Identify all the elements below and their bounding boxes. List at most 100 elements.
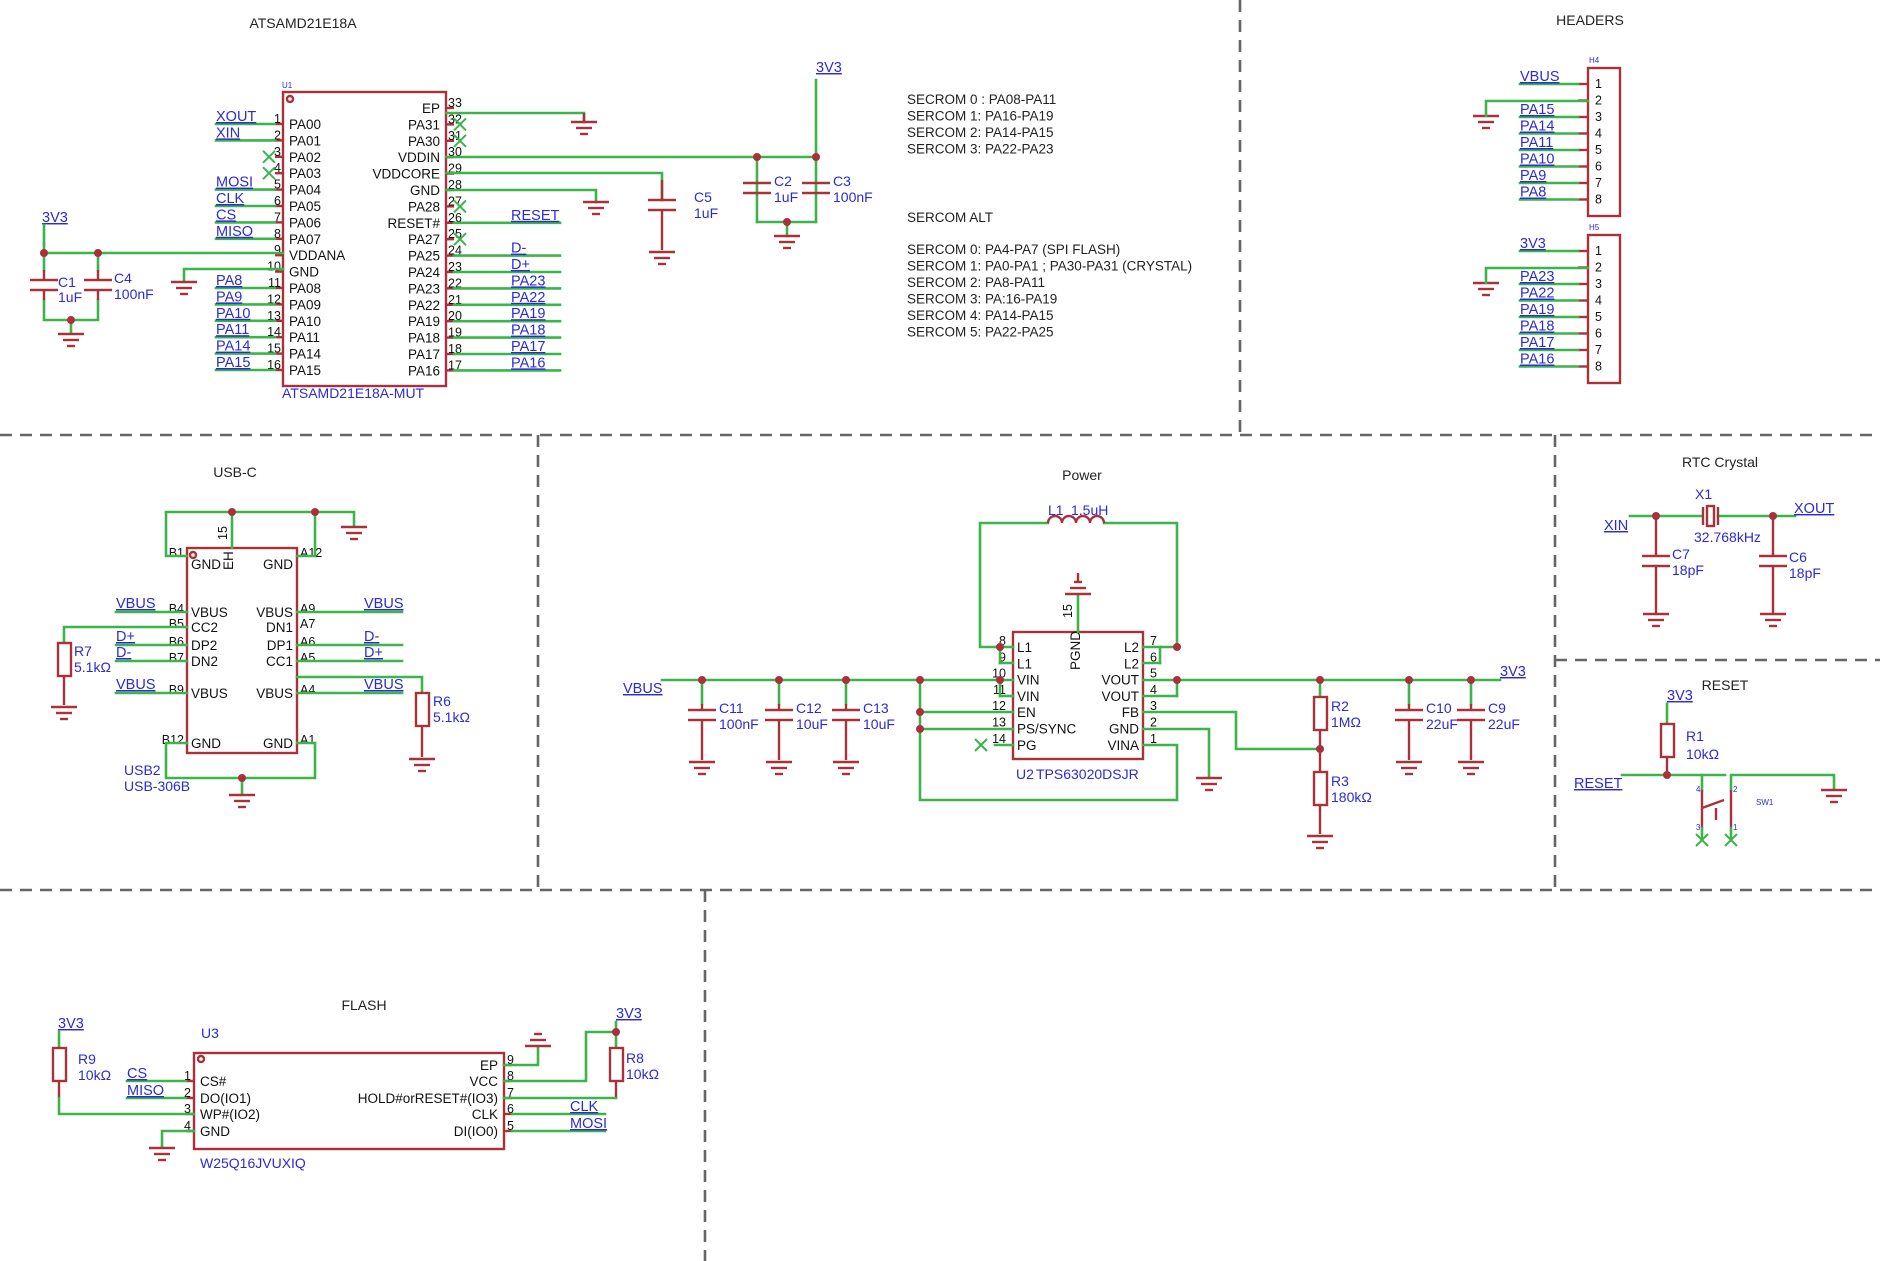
net-label-dp-a6: D+ <box>364 645 383 661</box>
regulator-pin-number: 12 <box>992 699 1006 713</box>
net-label-header: PA15 <box>1520 102 1554 118</box>
mcu-pin-name: PA17 <box>408 347 440 362</box>
ground-symbol-h5 <box>1473 281 1499 297</box>
mcu-pin-name: VDDCORE <box>372 167 440 182</box>
header-pin-number: 2 <box>1595 94 1602 108</box>
resistor-r6[interactable]: R6 5.1kΩ <box>414 691 470 757</box>
section-title-flash: FLASH <box>341 997 386 1013</box>
usb-pin-number: B9 <box>169 683 184 697</box>
capacitor-c2[interactable]: C2 1uF <box>743 173 798 205</box>
net-label-3v3-vout: 3V3 <box>1500 664 1526 680</box>
capacitor-c6[interactable]: C6 18pF <box>1759 516 1821 614</box>
resistor-r7-ref: R7 <box>74 643 92 659</box>
net-label-flash-left: MISO <box>127 1083 164 1099</box>
section-title-reset: RESET <box>1702 677 1749 693</box>
mcu-pin-number: 2 <box>274 128 281 142</box>
net-label-mcu-left: PA9 <box>216 289 242 305</box>
net-label-mcu-left: PA14 <box>216 339 250 355</box>
wire-usb-cc1 <box>295 675 424 695</box>
net-label-vbus-a9: VBUS <box>364 596 404 612</box>
capacitor-c5[interactable]: C5 1uF <box>648 180 718 250</box>
resistor-r2-value: 1MΩ <box>1331 714 1361 730</box>
header-h5-body[interactable] <box>1586 233 1622 385</box>
net-label-header: PA16 <box>1520 352 1554 368</box>
inductor-l1-value: 1.5uH <box>1071 502 1108 518</box>
regulator-pin-number: 8 <box>999 634 1006 648</box>
header-pin-number: 8 <box>1595 360 1602 374</box>
net-label-header: PA22 <box>1520 286 1554 302</box>
ground-symbol-reset <box>1821 788 1847 804</box>
capacitor-c4[interactable]: C4 100nF <box>84 270 154 302</box>
inductor-l1[interactable]: L1 1.5uH <box>1046 502 1108 524</box>
resistor-r9[interactable]: R9 10kΩ <box>51 1046 111 1098</box>
crystal-x1[interactable]: X1 32.768kHz <box>1694 486 1761 545</box>
header-pin-number: 1 <box>1595 77 1602 91</box>
regulator-pin-number: 9 <box>999 650 1006 664</box>
regulator-ref: U2 <box>1016 766 1034 782</box>
capacitor-c13-ref: C13 <box>863 700 889 716</box>
header-h4-body[interactable] <box>1586 66 1622 218</box>
usb-pin-number: A1 <box>300 733 315 747</box>
resistor-r8[interactable]: R8 10kΩ <box>608 1046 659 1098</box>
mcu-right-pins: 33EP32PA3131PA3030VDDIN29VDDCORE28GND27P… <box>372 96 562 378</box>
net-label-3v3-flash: 3V3 <box>616 1006 642 1022</box>
mcu-pin-number: 9 <box>274 243 281 257</box>
capacitor-c1[interactable]: C1 1uF <box>30 270 82 305</box>
usb-pin-number: B5 <box>169 617 184 631</box>
header-h4-ref: H4 <box>1589 56 1600 65</box>
mcu-pin-number: 26 <box>448 211 462 225</box>
flash-chip-body[interactable] <box>192 1051 506 1151</box>
wire-vina-loop <box>918 678 1179 802</box>
capacitor-c13-value: 10uF <box>863 716 895 732</box>
header-pin-number: 4 <box>1595 294 1602 308</box>
wire-gnd-10 <box>182 267 285 282</box>
net-label-3v3-reset: 3V3 <box>1667 688 1693 704</box>
regulator-pin-number: 4 <box>1150 683 1157 697</box>
net-label-header: PA8 <box>1520 185 1546 201</box>
resistor-r9-ref: R9 <box>78 1051 96 1067</box>
reset-switch[interactable]: SW1 4 2 3 1 <box>1696 785 1774 832</box>
resistor-r2[interactable]: R2 1MΩ <box>1312 695 1361 749</box>
ground-symbol-gnd28 <box>583 200 609 216</box>
resistor-r7[interactable]: R7 5.1kΩ <box>56 641 111 705</box>
capacitor-c3[interactable]: C3 100nF <box>802 173 873 205</box>
mcu-pin-number: 11 <box>268 276 281 290</box>
regulator-pin-name: L2 <box>1124 640 1139 655</box>
flash-pin-number: 3 <box>184 1102 191 1116</box>
resistor-r1[interactable]: R1 10kΩ <box>1659 722 1719 775</box>
net-label-vbus-b4: VBUS <box>116 596 156 612</box>
mcu-ref: U1 <box>282 81 293 90</box>
resistor-r1-ref: R1 <box>1686 728 1704 744</box>
junction-usb-eh <box>228 508 236 516</box>
usb-connector-body[interactable] <box>185 546 299 755</box>
capacitor-c7[interactable]: C7 18pF <box>1642 516 1704 614</box>
net-label-mcu-left: PA15 <box>216 355 250 371</box>
junction-vin-pin11 <box>996 676 1004 684</box>
ground-symbol-c1c4 <box>58 332 84 348</box>
regulator-pin-name: VIN <box>1017 673 1040 688</box>
mcu-body[interactable] <box>281 90 448 388</box>
resistor-r3[interactable]: R3 180kΩ <box>1312 749 1372 834</box>
net-label-header: PA23 <box>1520 269 1554 285</box>
mcu-pin-name: PA02 <box>289 150 321 165</box>
wire-ep-gnd <box>444 111 586 124</box>
regulator-pin-name: VIN <box>1017 689 1040 704</box>
regulator-pin-name: L1 <box>1017 656 1032 671</box>
ground-symbol-r7 <box>51 705 77 721</box>
usb-pin-number: A6 <box>300 635 315 649</box>
reset-switch-ref: SW1 <box>1756 798 1774 807</box>
sercom-alt-line: SERCOM 3: PA:16-PA19 <box>907 292 1057 307</box>
ground-symbol-capacitor-c13 <box>833 760 859 776</box>
wire-fb <box>1141 710 1322 751</box>
junction-capacitor-c10 <box>1405 676 1413 684</box>
junction-c2c3-gnd <box>783 218 791 226</box>
ground-symbol-ep <box>571 113 597 136</box>
